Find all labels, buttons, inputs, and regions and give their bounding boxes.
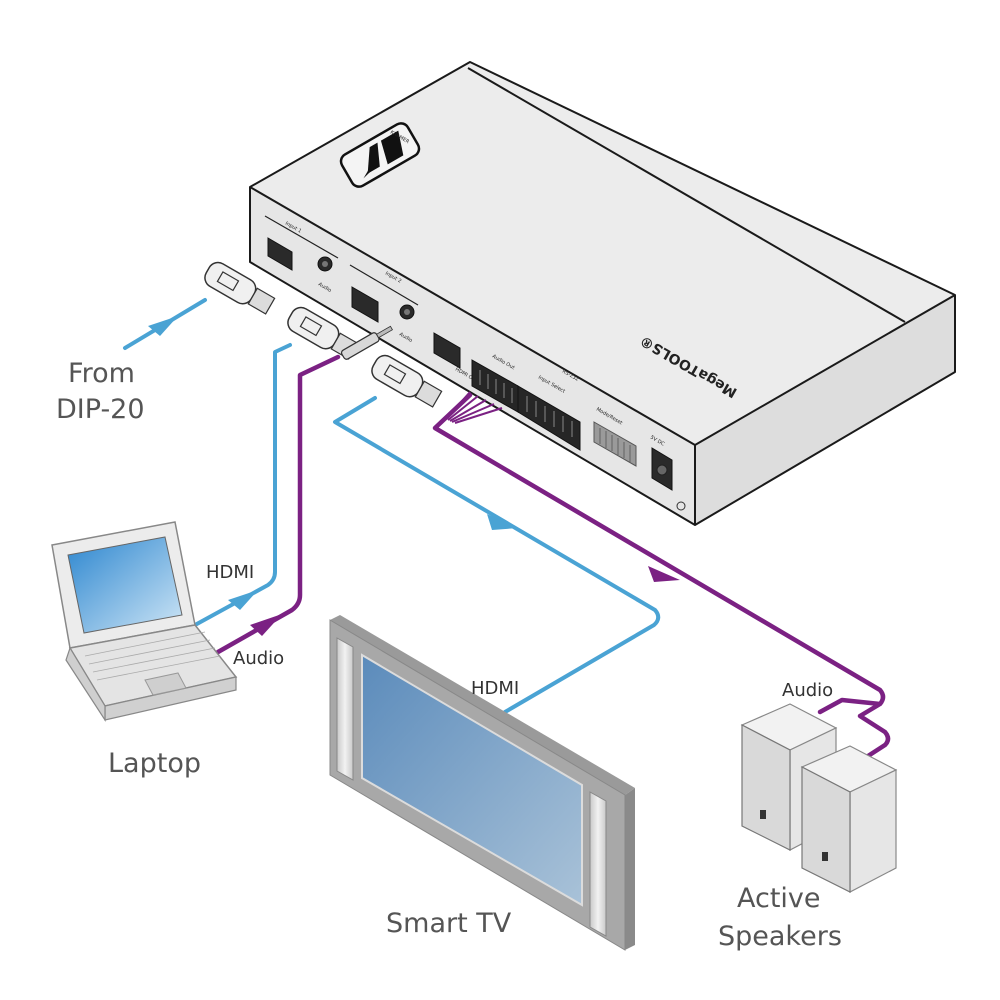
- label-smart-tv: Smart TV: [386, 908, 512, 939]
- cable-audio-laptop: [215, 354, 341, 655]
- device-top-face: [250, 62, 955, 445]
- hdmi-plug-output: [371, 354, 443, 408]
- label-dip20: DIP-20: [56, 394, 145, 425]
- ground-screw-icon: [676, 501, 686, 511]
- tv-speaker-right: [589, 791, 607, 937]
- megatools-switcher: KRAMER MegaTOOLS® Input 1 Audio Input 2 …: [204, 61, 956, 526]
- hdmi-port-input-2[interactable]: [351, 286, 379, 323]
- arrow-hdmi-to-tv: [487, 514, 518, 530]
- cable-audio-to-speakers: [432, 392, 891, 759]
- kramer-logo: [339, 122, 421, 188]
- cable-hdmi-to-tv: [333, 396, 661, 714]
- active-speakers-illustration: [740, 703, 898, 893]
- smart-tv-illustration: [329, 615, 635, 951]
- arrow-hdmi-dip20: [148, 316, 178, 336]
- label-speakers: Speakers: [718, 921, 842, 952]
- label-laptop-hdmi: HDMI: [206, 562, 254, 583]
- label-from: From: [68, 358, 135, 389]
- front-panel-items: Input 1 Audio Input 2 Audio HDMI Out Aud…: [264, 215, 686, 511]
- tv-speaker-left: [336, 637, 354, 781]
- arrow-hdmi-laptop: [228, 590, 258, 610]
- tv-screen: [361, 653, 583, 907]
- audio-wire-fan: [444, 391, 503, 424]
- hdmi-port-input-1[interactable]: [267, 237, 293, 271]
- input-select-rs232-terminal-block[interactable]: [517, 385, 581, 451]
- label-speakers-audio: Audio: [782, 680, 833, 701]
- hdmi-plug-input-1: [204, 261, 276, 315]
- device-side-face: [695, 295, 955, 525]
- arrow-audio-laptop: [250, 614, 282, 636]
- top-groove: [467, 67, 906, 323]
- cable-hdmi-laptop: [193, 343, 292, 627]
- hdmi-port-output[interactable]: [433, 332, 461, 369]
- laptop-screen: [67, 536, 183, 634]
- speaker-right: [800, 745, 898, 893]
- label-active: Active: [737, 883, 821, 914]
- label-laptop: Laptop: [108, 748, 201, 779]
- label-tv-hdmi: HDMI: [471, 678, 519, 699]
- mode-reset-dip-switch[interactable]: [593, 421, 637, 467]
- label-laptop-audio: Audio: [233, 648, 284, 669]
- laptop-touchpad: [144, 672, 187, 696]
- arrow-audio-to-speakers: [648, 566, 680, 582]
- audio-plug-input-2: [340, 325, 393, 360]
- laptop-illustration: [51, 521, 238, 723]
